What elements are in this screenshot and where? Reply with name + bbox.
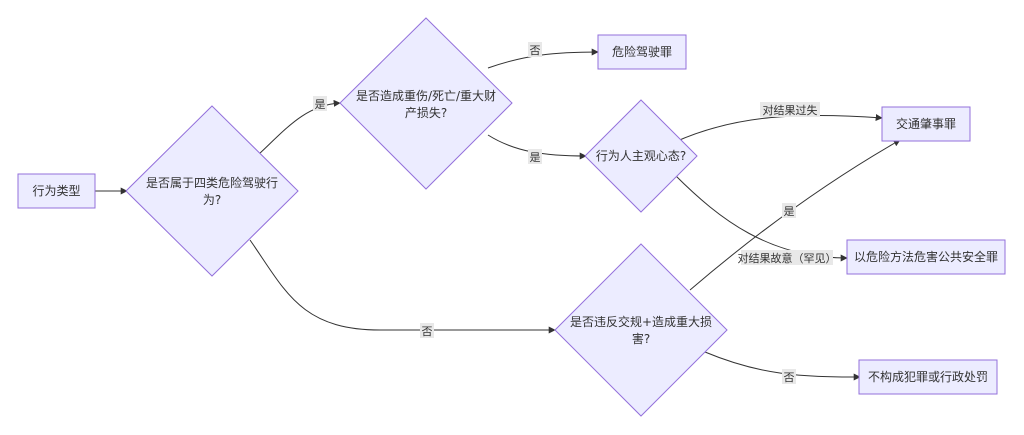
node-label: 交通肇事罪	[896, 116, 956, 131]
node-traffic-accident-crime: 交通肇事罪	[881, 106, 971, 142]
edge-label-bg	[528, 42, 542, 57]
node-label: 行为人主观心态?	[596, 149, 686, 163]
edge-label-text: 是	[784, 205, 795, 218]
edge-labels: 是 否 否 是 对结果过失 对结果故意（罕见） 是 否	[313, 42, 837, 384]
node-shape	[554, 243, 728, 417]
edge-label-text: 是	[530, 151, 541, 164]
nodes: 行为类型 是否属于四类危险驾驶行 为? 是否造成重伤/死亡/重大财 产损失? 危…	[17, 17, 1006, 417]
node-label: 不构成犯罪或行政处罚	[868, 369, 988, 384]
edge-label-bg	[782, 369, 796, 384]
edge-label-text: 否	[530, 44, 541, 57]
edge-label-yes-1: 是	[313, 96, 327, 111]
edge-q1-no-to-q4	[249, 239, 556, 334]
node-shape	[881, 106, 971, 142]
edge-label-bg	[528, 149, 542, 164]
edge-label-bg	[313, 96, 327, 111]
edge-label-negligence: 对结果过失	[760, 102, 820, 117]
edge-label-text: 否	[422, 325, 433, 338]
node-label: 以危险方法危害公共安全罪	[854, 249, 998, 264]
node-label-line1: 是否造成重伤/死亡/重大财	[356, 89, 496, 103]
edge-label-text: 对结果过失	[763, 103, 818, 117]
node-shape	[17, 173, 96, 209]
node-shape	[339, 17, 513, 190]
edge-label-no-1: 否	[420, 323, 434, 338]
node-shape	[125, 105, 299, 277]
node-q-serious-loss: 是否造成重伤/死亡/重大财 产损失?	[339, 17, 513, 190]
edge-label-bg	[782, 203, 796, 218]
edge-q4-no-to-no-crime	[704, 351, 861, 381]
node-label: 危险驾驶罪	[612, 44, 672, 59]
edge-label-bg	[760, 102, 820, 117]
edge-label-no-2: 否	[528, 42, 542, 57]
node-label: 行为类型	[32, 184, 80, 198]
node-no-crime: 不构成犯罪或行政处罚	[858, 359, 998, 395]
node-label-line1: 是否违反交规+造成重大损	[570, 314, 712, 329]
edge-q3-intent-to-public-safety	[674, 174, 848, 262]
node-shape	[584, 99, 698, 213]
edge-q3-negligence-to-traffic	[674, 114, 883, 143]
node-dangerous-driving-crime: 危险驾驶罪	[597, 34, 687, 70]
edge-q1-yes-to-q2	[257, 99, 341, 156]
edge-label-text: 对结果故意（罕见）	[738, 251, 837, 265]
edge-label-text: 否	[784, 371, 795, 384]
node-shape	[858, 359, 998, 395]
edge-label-intent-rare: 对结果故意（罕见）	[738, 250, 837, 265]
edge-label-no-3: 否	[782, 369, 796, 384]
edge-label-text: 是	[315, 98, 326, 111]
node-q-violation: 是否违反交规+造成重大损 害?	[554, 243, 728, 417]
node-label-line2: 害?	[632, 331, 650, 346]
edge-label-bg	[741, 250, 833, 265]
edge-label-yes-2: 是	[528, 149, 542, 164]
node-label-line2: 产损失?	[405, 105, 447, 120]
edge-label-yes-3: 是	[782, 203, 796, 218]
node-shape	[597, 34, 687, 70]
edge-label-bg	[420, 323, 434, 338]
node-q-subjective-state: 行为人主观心态?	[584, 99, 698, 213]
node-endangering-public-safety-crime: 以危险方法危害公共安全罪	[846, 239, 1006, 275]
node-label-line2: 为?	[203, 193, 221, 207]
node-label-line1: 是否属于四类危险驾驶行	[146, 175, 278, 190]
node-q-dangerous-driving: 是否属于四类危险驾驶行 为?	[125, 105, 299, 277]
edge-q2-no-to-dd	[487, 48, 599, 69]
node-shape	[846, 239, 1006, 275]
node-behavior-type: 行为类型	[17, 173, 96, 209]
